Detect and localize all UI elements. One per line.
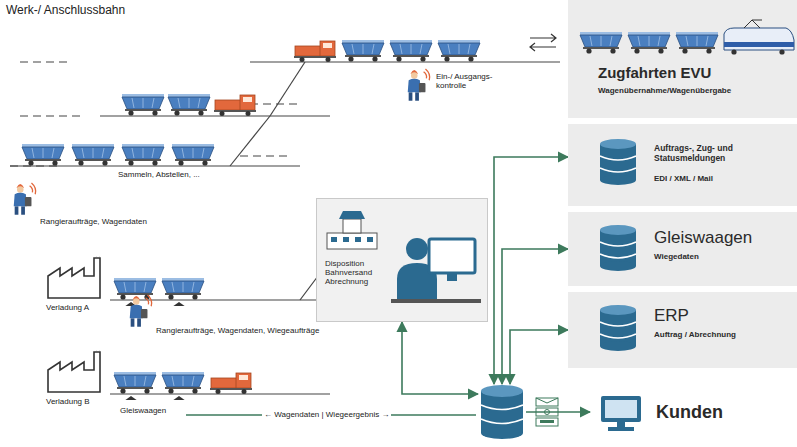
- worker-label: Rangieraufträge, Wagendaten: [40, 217, 147, 226]
- worker-label: Rangieraufträge, Wagendaten, Wiegeaufträ…: [156, 326, 319, 335]
- data-flow-label: ← Wagendaten | Wiegeergebnis →: [262, 410, 391, 419]
- erp-panel: ERP Auftrag / Abrechnung: [568, 292, 797, 368]
- customers-title: Kunden: [656, 402, 781, 423]
- customers-box: Kunden: [590, 384, 790, 442]
- computer-icon: [598, 394, 644, 434]
- panel-subtitle: EDI / XML / Mail: [654, 174, 784, 183]
- track-label: Sammeln, Abstellen, ...: [118, 170, 200, 179]
- data-connector: [494, 157, 568, 384]
- dispatch-label: Disposition Bahnversand Abrechnung: [325, 259, 391, 287]
- central-database: [478, 384, 526, 440]
- diagram-title: Werk-/ Anschlussbahn: [6, 3, 125, 17]
- loading-b: [48, 349, 252, 401]
- data-connector: [526, 411, 590, 413]
- scales-panel: GleiswaagenWiegedaten: [568, 212, 797, 286]
- evu-train: [574, 18, 796, 58]
- station-label: Ein-/ Ausgangs- kontrolle: [436, 72, 500, 90]
- panel-subtitle: Wiegedaten: [654, 252, 789, 261]
- panel-subtitle: Wagenübernahme/Wagenübergabe: [598, 86, 788, 95]
- data-connector: [402, 322, 478, 394]
- database-icon: [598, 138, 638, 186]
- train-row-2: [122, 94, 256, 116]
- exchange-arrows: [530, 34, 556, 51]
- panel-title: Zugfahrten EVU: [598, 64, 788, 81]
- dispatch-box: Disposition Bahnversand Abrechnung: [316, 198, 488, 322]
- train-row-1: [294, 40, 480, 62]
- database-icon: [598, 224, 638, 272]
- panel-subtitle: Auftrag / Abrechnung: [654, 330, 789, 339]
- data-connector: [510, 330, 568, 384]
- central-database: [478, 384, 526, 440]
- panel-title: Auftrags-, Zug- und Statusmeldungen: [654, 144, 784, 164]
- panel-title: ERP: [654, 306, 789, 326]
- panel-title: Gleiswaagen: [654, 228, 789, 248]
- data-connector: [502, 249, 568, 384]
- messages-panel: Auftrags-, Zug- und StatusmeldungenEDI /…: [568, 124, 797, 206]
- scale-label: Gleiswaagen: [120, 406, 166, 415]
- loading-a: [48, 255, 204, 307]
- loading-label: Verladung A: [46, 303, 89, 312]
- loading-label: Verladung B: [46, 397, 90, 406]
- database-icon: [598, 304, 638, 352]
- train-row-3: [22, 144, 214, 166]
- evu-panel: Zugfahrten EVU Wagenübernahme/Wagenüberga…: [568, 0, 797, 118]
